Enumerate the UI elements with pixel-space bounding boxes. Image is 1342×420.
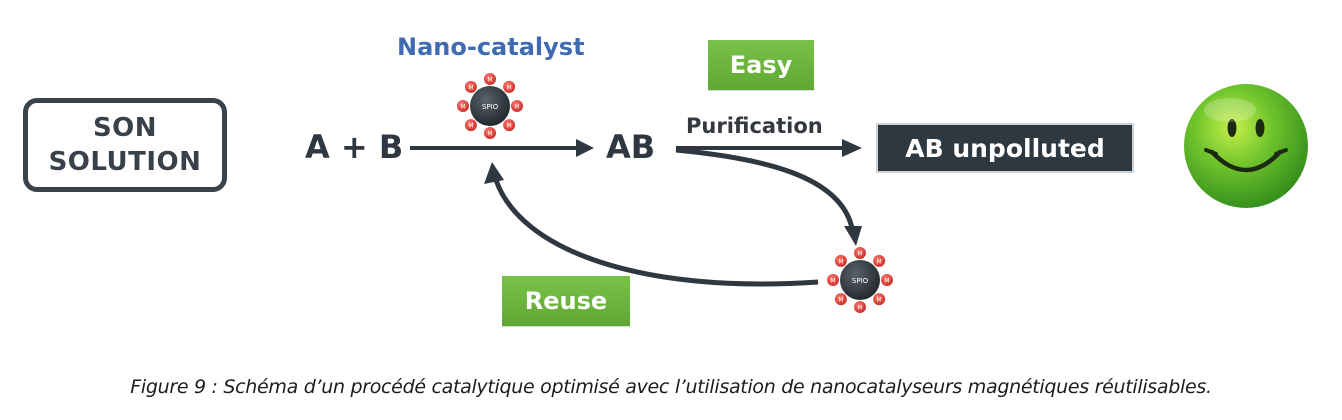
- recovered-catalyst-ligand-6: [834, 293, 847, 306]
- nano-catalyst-ligand-label-5: M: [487, 131, 492, 138]
- recovered-catalyst-ligand-7: [827, 274, 839, 286]
- nano-catalyst-ligand-label-1: M: [487, 77, 492, 84]
- recovered-catalyst-ligand-label-3: M: [884, 278, 889, 285]
- particle-core-label: SPIO: [482, 103, 499, 111]
- reuse-arrow: [484, 162, 819, 287]
- nano-catalyst-ligand-label-2: M: [507, 84, 512, 91]
- recovered-catalyst-ligand-1: [854, 247, 866, 259]
- reaction-arrow: [410, 139, 594, 157]
- nano-catalyst-particle: M M M M M M M M SPIO: [457, 73, 523, 139]
- nano-catalyst-ligand-label-3: M: [514, 104, 519, 111]
- nano-catalyst-ligand-label-7: M: [460, 104, 465, 111]
- recovered-catalyst-ligand-label-7: M: [830, 278, 835, 285]
- recovered-catalyst-ligand-5: [854, 301, 866, 313]
- recovered-catalyst-ligand-3: [881, 274, 893, 286]
- nano-catalyst-ligand-4: [503, 119, 516, 132]
- recovered-catalyst-ligand-label-2: M: [877, 258, 882, 265]
- recovered-core-label: SPIO: [852, 277, 869, 285]
- son-solution-line1: SON: [92, 113, 158, 143]
- reuse-badge: Reuse: [502, 276, 630, 326]
- nano-catalyst-ligand-1: [484, 73, 496, 85]
- son-solution-line2: SOLUTION: [48, 147, 202, 177]
- easy-badge: Easy: [708, 40, 814, 90]
- nano-catalyst-ligand-3: [511, 100, 523, 112]
- figure-caption: Figure 9 : Schéma d’un procédé catalytiq…: [130, 376, 1212, 398]
- recovery-arrow: [675, 147, 862, 246]
- recovered-catalyst-ligand-label-8: M: [838, 258, 843, 265]
- recovered-catalyst-ligand-label-4: M: [877, 297, 882, 304]
- nano-catalyst-ligand-5: [484, 127, 496, 139]
- recovered-catalyst-particle: M M M M M M M M SPIO: [827, 247, 893, 313]
- recovered-catalyst-ligand-2: [873, 254, 886, 267]
- recovered-catalyst-ligand-label-6: M: [838, 297, 843, 304]
- reactants-label: A + B: [305, 128, 404, 166]
- product-label: AB: [606, 128, 656, 166]
- nano-catalyst-ligand-label-8: M: [468, 84, 473, 91]
- recovered-catalyst-ligand-label-1: M: [857, 251, 862, 258]
- son-solution-box: SON SOLUTION: [23, 98, 227, 192]
- nano-catalyst-ligand-label-4: M: [507, 123, 512, 130]
- recovered-catalyst-ligand-4: [873, 293, 886, 306]
- purification-label: Purification: [686, 114, 823, 138]
- purification-arrow: [676, 139, 862, 157]
- nano-catalyst-ligand-2: [503, 80, 516, 93]
- nano-catalyst-ligand-7: [457, 100, 469, 112]
- nano-catalyst-label: Nano-catalyst: [397, 33, 585, 61]
- ab-unpolluted-box: AB unpolluted: [876, 123, 1134, 173]
- recovered-catalyst-ligand-label-5: M: [857, 305, 862, 312]
- nano-catalyst-ligand-8: [464, 80, 477, 93]
- recovered-catalyst-ligand-8: [834, 254, 847, 267]
- smiley-icon: [1184, 84, 1308, 208]
- nano-catalyst-ligand-6: [464, 119, 477, 132]
- nano-catalyst-ligand-label-6: M: [468, 123, 473, 130]
